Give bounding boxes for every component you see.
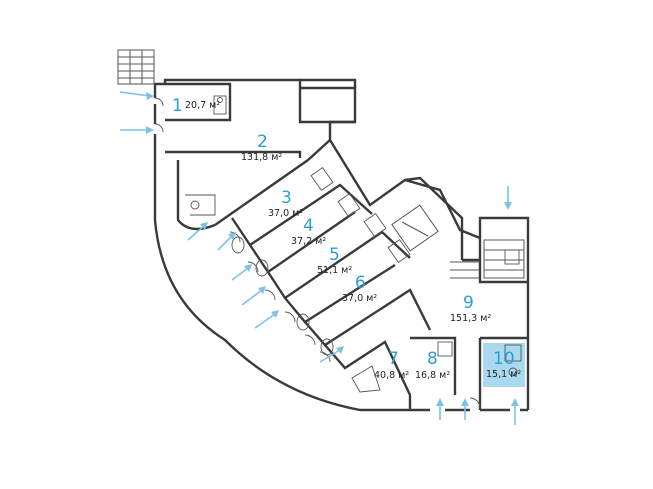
fixtures: [185, 166, 522, 393]
room-8-number: 8: [427, 349, 438, 369]
room-4-area: 37,2 м²: [291, 236, 326, 247]
room-5-area: 51,1 м²: [317, 265, 352, 276]
interior-walls: [165, 139, 528, 410]
room-9-number: 9: [463, 293, 474, 313]
room-10-number: 10: [493, 349, 515, 369]
door-swings: [154, 97, 481, 409]
room-labels: 1 20,7 м² 2 131,8 м² 3 37,0 м² 4 37,2 м²…: [172, 96, 521, 381]
room-7-area: 40,8 м²: [374, 370, 409, 381]
room-4-number: 4: [303, 216, 314, 236]
outer-walls: [153, 78, 530, 412]
room-6-number: 6: [355, 273, 366, 293]
room-3-area: 37,0 м²: [268, 208, 303, 219]
room-5-number: 5: [329, 245, 340, 265]
room-10-area: 15,1 м²: [486, 369, 521, 380]
room-1-walls: [165, 82, 232, 122]
stairs-top-left: [117, 49, 155, 85]
elevator-shaft: [391, 204, 439, 252]
room-2-number: 2: [257, 132, 268, 152]
room-10-highlight[interactable]: [483, 343, 525, 387]
room-7-number: 7: [388, 349, 399, 369]
entrance-arrows: [119, 91, 519, 425]
room-6-area: 37,0 м²: [342, 293, 377, 304]
room-2-area: 131,8 м²: [241, 152, 282, 163]
room-8-area: 16,8 м²: [415, 370, 450, 381]
room-1-number: 1: [172, 96, 183, 116]
room-3-number: 3: [281, 188, 292, 208]
room-9-area: 151,3 м²: [450, 313, 491, 324]
room-1-area: 20,7 м²: [185, 100, 220, 111]
